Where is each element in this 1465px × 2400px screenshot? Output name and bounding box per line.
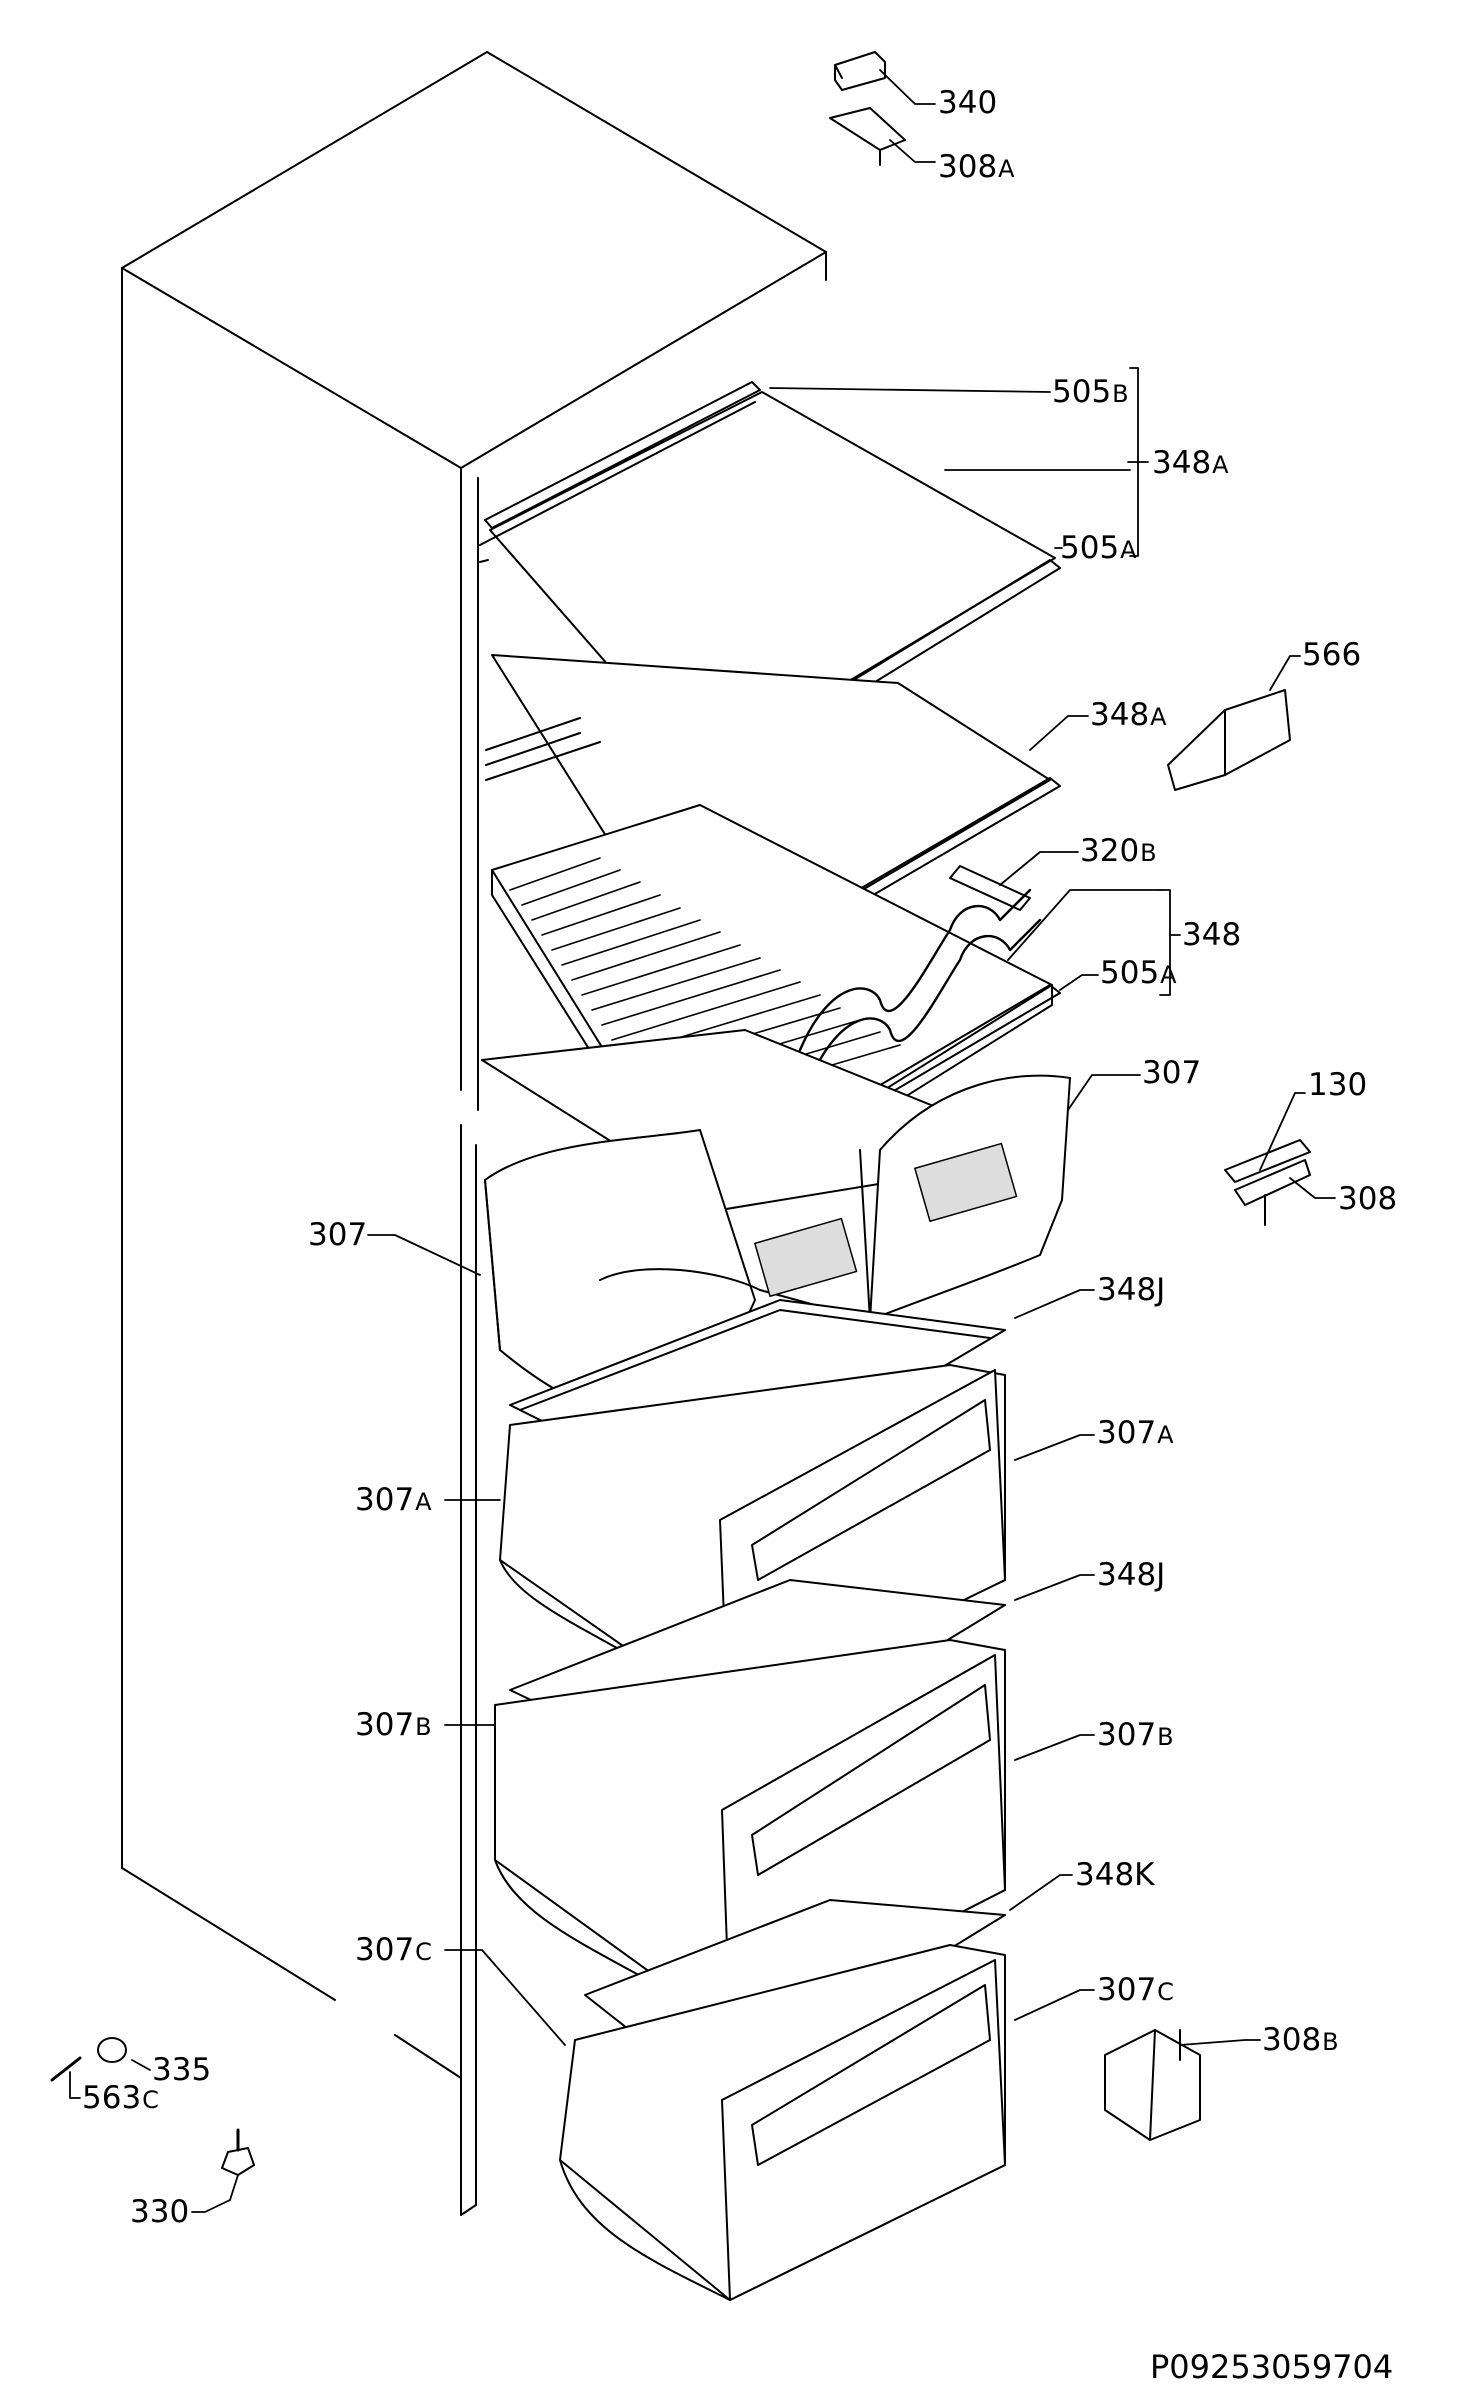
label-348A-group: 348A (1152, 445, 1229, 481)
label-505A-upper: 505A (1060, 530, 1137, 566)
label-307A-right: 307A (1097, 1415, 1174, 1451)
label-130: 130 (1308, 1067, 1368, 1103)
drawer-307C (560, 1945, 1005, 2300)
label-307B-right: 307B (1097, 1717, 1174, 1753)
label-307A-left: 307A (355, 1482, 432, 1518)
part-308A-hinge (830, 108, 905, 165)
label-308-hinge: 308 (1338, 1181, 1398, 1217)
label-348K: 348K (1075, 1857, 1155, 1893)
label-320B: 320B (1080, 833, 1157, 869)
part-130-308-hinge (1225, 1140, 1310, 1225)
part-563C-pin (52, 2058, 80, 2080)
document-number: P09253059704 (1150, 2348, 1394, 2386)
part-566-bracket (1168, 690, 1290, 790)
label-307C-left: 307C (355, 1932, 432, 1968)
label-330: 330 (130, 2194, 190, 2230)
label-348J-lower: 348J (1097, 1557, 1166, 1593)
label-307B-left: 307B (355, 1707, 432, 1743)
label-348J-upper: 348J (1097, 1272, 1166, 1308)
wine-rack-320B (800, 890, 1040, 1080)
label-308A-top: 308A (938, 149, 1015, 185)
label-348-group: 348 (1182, 917, 1242, 953)
label-566: 566 (1302, 637, 1362, 673)
label-335: 335 (152, 2052, 212, 2088)
label-307C-right: 307C (1097, 1972, 1174, 2008)
part-308B-hinge (1105, 2030, 1200, 2140)
label-308B: 308B (1262, 2022, 1339, 2058)
label-505A-lower: 505A (1100, 955, 1177, 991)
leader-lines (70, 70, 1335, 2212)
label-563C: 563C (82, 2080, 159, 2116)
part-335-spacer (98, 2038, 126, 2062)
label-340: 340 (938, 85, 998, 121)
label-348A-shelf: 348A (1090, 697, 1167, 733)
part-330-foot (222, 2130, 254, 2175)
label-307-left: 307 (308, 1217, 368, 1253)
part-340-cap (835, 52, 885, 90)
wire-rack-348 (492, 805, 1060, 1225)
label-505B: 505B (1052, 374, 1129, 410)
cabinet-outline (122, 52, 826, 2215)
label-307-right: 307 (1142, 1055, 1202, 1091)
